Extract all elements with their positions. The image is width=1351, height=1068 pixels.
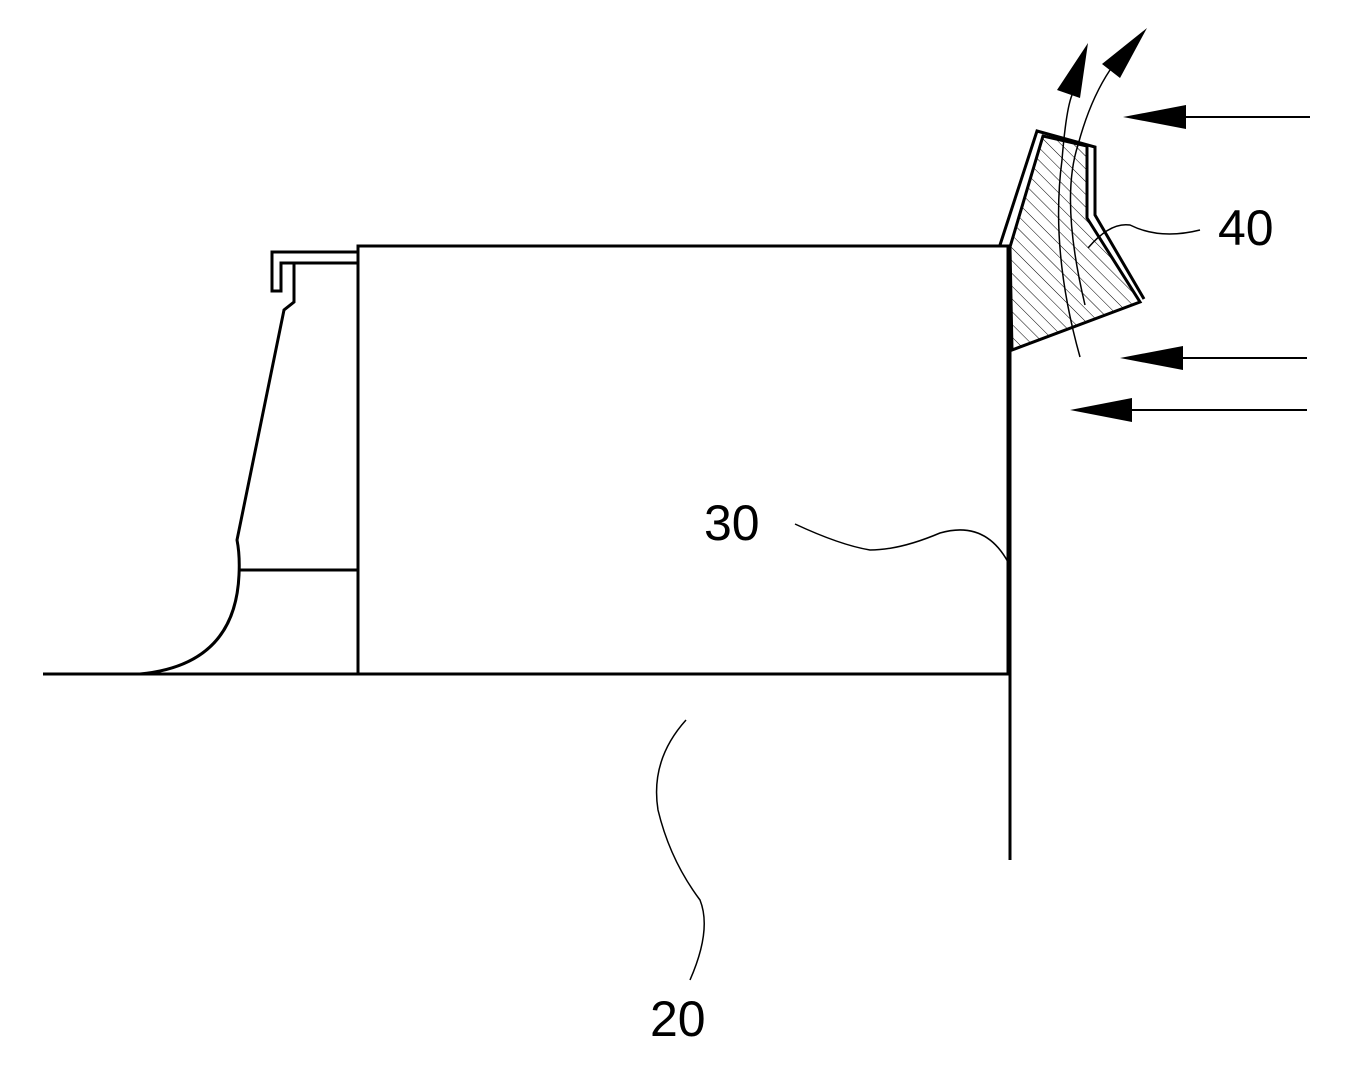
member-40-shell: [998, 129, 1146, 300]
leader-40: [1087, 223, 1201, 249]
arrowhead-mid: [1120, 346, 1183, 370]
leader-20: [655, 719, 705, 981]
main-body: [356, 244, 1010, 676]
member-40-hatched: [1008, 134, 1143, 353]
left-profile: [139, 263, 296, 676]
arrowhead-top: [1123, 105, 1186, 129]
arrowhead-low: [1070, 398, 1132, 422]
left-bracket: [270, 250, 358, 293]
arrowhead-flow-1: [1057, 43, 1088, 98]
flow-curve-1: [1057, 94, 1081, 358]
label-40: 40: [1218, 200, 1274, 256]
flow-curve-2: [1069, 69, 1111, 306]
label-20: 20: [650, 991, 706, 1047]
leader-30: [794, 523, 1009, 563]
label-30: 30: [704, 495, 760, 551]
arrowhead-flow-2: [1102, 28, 1147, 78]
